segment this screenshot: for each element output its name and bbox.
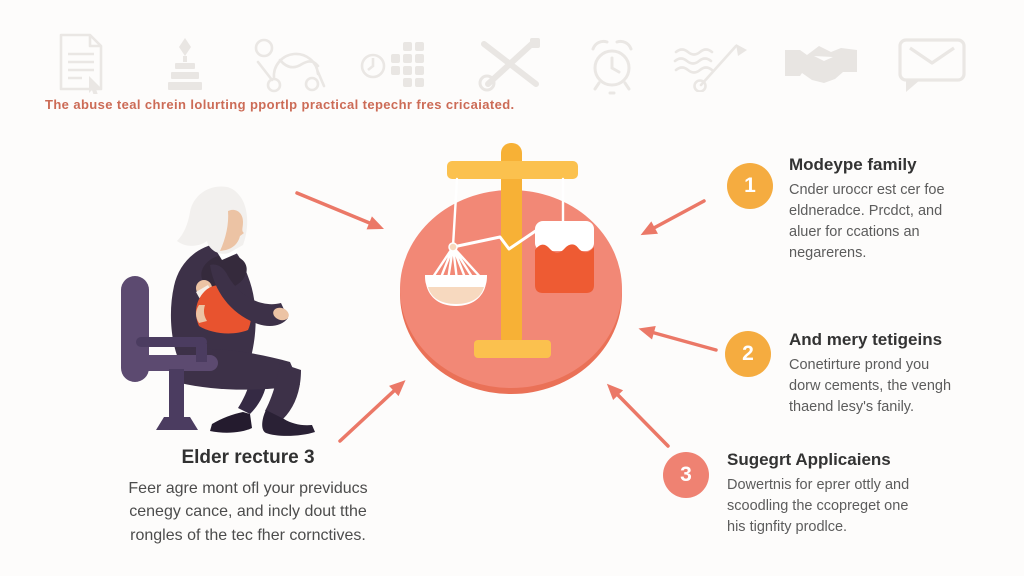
step1-block: Modeype family Cnder uroccr est cer foe …: [789, 155, 999, 264]
caregiver-arm: [210, 264, 288, 326]
chair-pedestal: [156, 417, 198, 430]
step3-block: Sugegrt Applicaiens Dowertnis for eprer …: [727, 450, 957, 538]
arrow-left-bottom: [338, 380, 406, 443]
step3-badge: 3: [663, 452, 709, 498]
shoe-front: [262, 410, 315, 436]
step2-block: And mery tetigeins Conetirture prond you…: [789, 330, 999, 418]
caregiver-text-block: Elder recture 3 Feer agre mont ofl your …: [78, 447, 418, 547]
document-icon: [59, 33, 103, 94]
caregiver-face: [220, 209, 244, 251]
whip-flag-icon: [673, 44, 747, 92]
speech-tail: [906, 80, 920, 92]
caregiver-title: Elder recture 3: [181, 447, 315, 468]
step2-title: And mery tetigeins: [789, 330, 943, 349]
scale-beam-cord: [451, 228, 539, 251]
alarm-clock-icon: [591, 39, 633, 95]
collar: [214, 240, 238, 260]
chair-backrest: [121, 276, 149, 382]
crossed-tools-icon: [478, 38, 540, 92]
chair-column: [169, 369, 184, 423]
child-body: [195, 284, 252, 334]
envelope-icon: [898, 38, 966, 92]
child-hair: [201, 254, 247, 290]
caregiver-illustration: [121, 186, 315, 436]
step1-body: Cnder uroccr est cer foe eldneradce. Prc…: [789, 182, 945, 262]
step2-body: Conetirture prond you dorw cements, the …: [789, 357, 952, 416]
scale-pan: [425, 275, 487, 306]
step2-badge: 2: [725, 331, 771, 377]
cursor-glyph: [89, 76, 101, 94]
shoe-back: [210, 412, 252, 433]
step3-title: Sugegrt Applicaiens: [727, 450, 891, 469]
scale-strings: [429, 177, 565, 282]
central-circle: [400, 190, 622, 394]
caregiver-hand: [273, 307, 289, 321]
arrow-step1: [640, 199, 706, 236]
step1-title: Modeype family: [789, 155, 917, 174]
handshake-glyph: [785, 46, 857, 83]
stroller-icon: [254, 38, 326, 93]
child-face: [196, 280, 212, 296]
step1-badge: 1: [727, 163, 773, 209]
balance-scale-illustration: [425, 143, 594, 358]
clock-grid-icon: [360, 42, 424, 87]
arrow-step3: [606, 383, 670, 448]
caregiver-hair: [177, 186, 248, 254]
scale-weight-jar: [535, 221, 594, 293]
arrow-step2: [638, 326, 718, 352]
step3-body: Dowertnis for eprer ottly and scoodling …: [727, 477, 910, 536]
candle-icon: [168, 38, 202, 90]
handshake-icon: [785, 46, 857, 83]
caregiver-body: Feer agre mont ofl your previducs cenegy…: [128, 480, 368, 544]
arrow-left-top: [295, 191, 385, 230]
chair-armrest: [136, 337, 207, 347]
chair-seat: [134, 355, 218, 371]
top-caption: The abuse teal chrein lolurting pportlp …: [45, 97, 515, 112]
